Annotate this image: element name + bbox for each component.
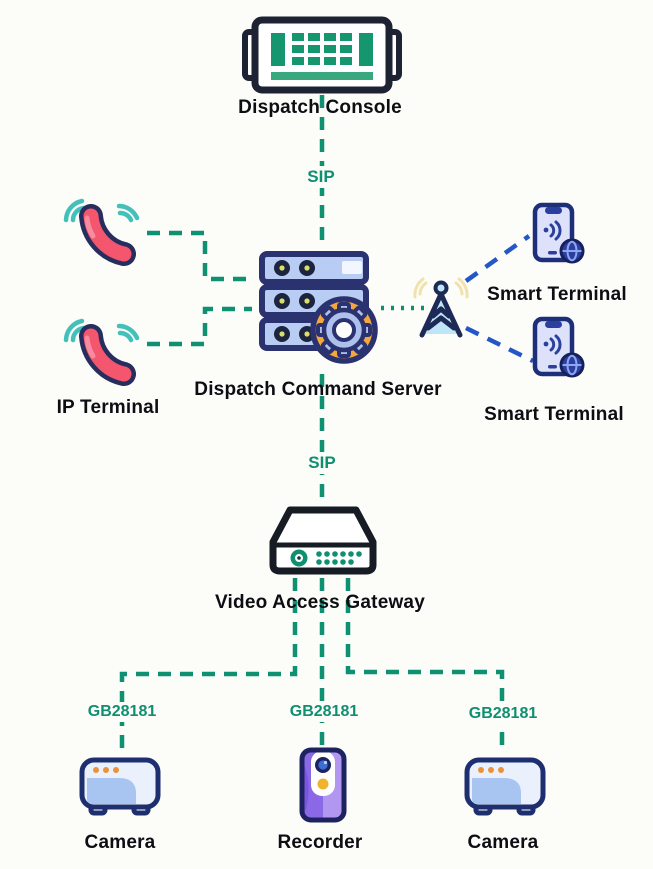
sip-label-bottom: SIP [305, 452, 339, 474]
camera-right-label: Camera [467, 832, 539, 853]
dispatch-command-server-icon [259, 251, 378, 364]
camera-icon-left [79, 757, 161, 816]
connector-antenna-terminal2 [465, 325, 534, 364]
ip-terminal-label: IP Terminal [56, 397, 160, 418]
dispatch-console-label: Dispatch Console [238, 97, 402, 118]
smart-terminal-icon-top [532, 202, 585, 264]
ip-phone-icon-top [63, 198, 140, 266]
sip-label-top: SIP [304, 166, 338, 188]
gb28181-label-right: GB28181 [465, 704, 541, 724]
smart-terminal-bottom-label: Smart Terminal [484, 404, 624, 425]
connector-antenna-terminal1 [464, 234, 531, 283]
gb28181-label-center: GB28181 [286, 702, 362, 722]
gb28181-label-left: GB28181 [84, 702, 160, 722]
dispatch-command-server-label: Dispatch Command Server [194, 379, 442, 400]
recorder-label: Recorder [277, 832, 363, 853]
connector-phone1-server [147, 230, 252, 282]
antenna-tower-icon [413, 277, 469, 338]
camera-icon-right [464, 757, 546, 816]
smart-terminal-top-label: Smart Terminal [487, 284, 627, 305]
connector-phone2-server [147, 306, 252, 347]
recorder-icon [299, 747, 347, 823]
camera-left-label: Camera [84, 832, 156, 853]
connector-gateway-camera-left [119, 578, 298, 751]
dispatch-console-icon [242, 16, 402, 94]
video-access-gateway-icon [269, 506, 377, 575]
video-access-gateway-label: Video Access Gateway [215, 592, 425, 613]
ip-phone-icon-bottom [63, 318, 140, 386]
smart-terminal-icon-bottom [532, 316, 585, 378]
